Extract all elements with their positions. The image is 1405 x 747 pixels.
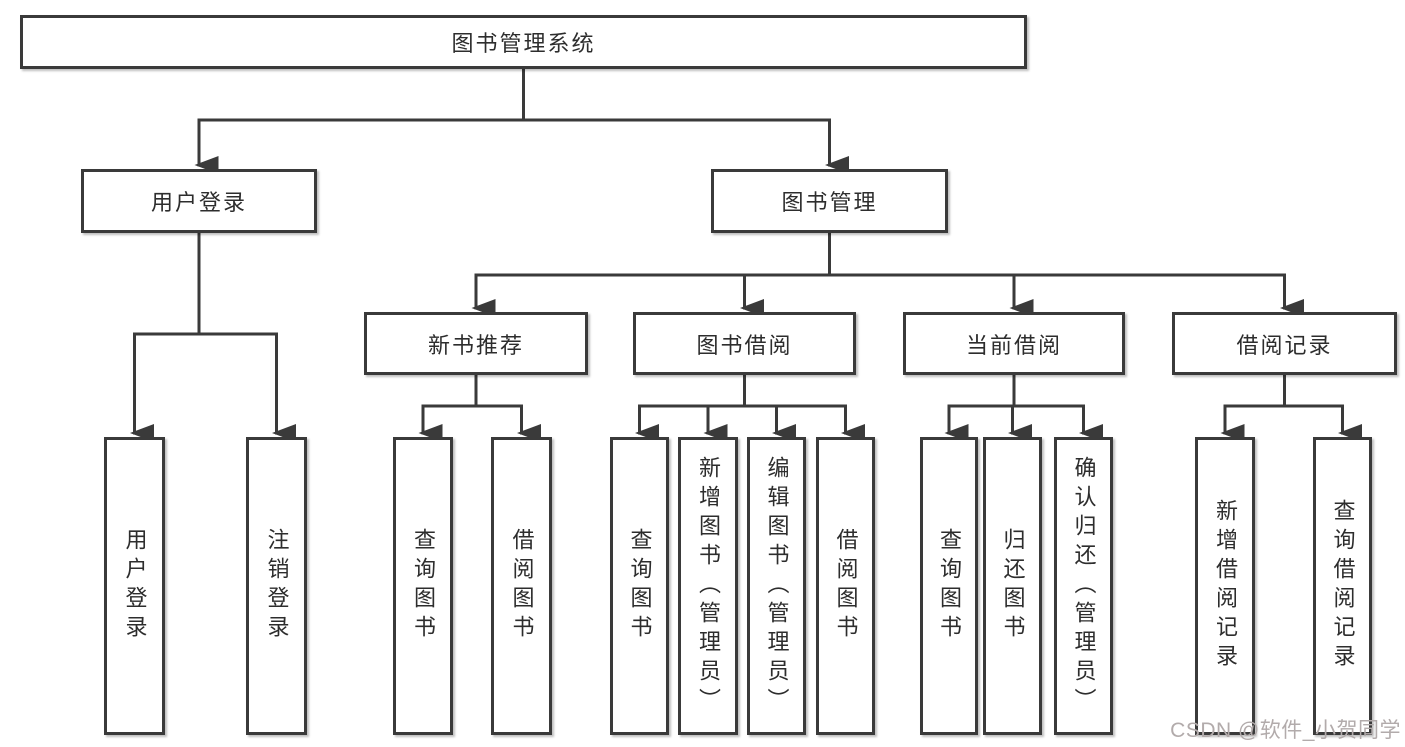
node-label: 新增借阅记录 bbox=[1213, 499, 1238, 673]
leaf-borrow-books-recommend: 借阅图书 bbox=[491, 437, 552, 735]
leaf-query-books-borrow: 查询图书 bbox=[610, 437, 669, 735]
node-label: 查询图书 bbox=[627, 528, 653, 644]
node-label: 图书管理 bbox=[781, 190, 878, 215]
node-label: 新增图书（管理员） bbox=[696, 455, 721, 717]
node-current-borrowing: 当前借阅 bbox=[903, 312, 1125, 375]
leaf-user-login: 用户登录 bbox=[104, 437, 165, 735]
node-label: 图书管理系统 bbox=[451, 31, 596, 56]
leaf-logout: 注销登录 bbox=[246, 437, 307, 735]
leaf-add-borrow-record: 新增借阅记录 bbox=[1195, 437, 1255, 735]
csdn-watermark: CSDN @软件_小贺同学 bbox=[1170, 719, 1401, 742]
node-new-book-recommendation: 新书推荐 bbox=[364, 312, 588, 375]
node-label: 图书借阅 bbox=[696, 332, 793, 358]
node-label: 借阅图书 bbox=[509, 528, 535, 644]
node-book-management: 图书管理 bbox=[711, 169, 948, 233]
leaf-edit-books-admin: 编辑图书（管理员） bbox=[747, 437, 806, 735]
node-label: 新书推荐 bbox=[427, 332, 524, 358]
node-library-management-system: 图书管理系统 bbox=[20, 15, 1027, 69]
leaf-query-books-current: 查询图书 bbox=[920, 437, 978, 735]
node-label: 查询图书 bbox=[411, 528, 436, 644]
node-user-login: 用户登录 bbox=[81, 169, 317, 233]
leaf-return-books: 归还图书 bbox=[983, 437, 1042, 735]
node-label: 编辑图书（管理员） bbox=[764, 455, 790, 717]
node-borrowing-records: 借阅记录 bbox=[1172, 312, 1397, 375]
node-label: 用户登录 bbox=[150, 190, 247, 215]
node-label: 查询借阅记录 bbox=[1330, 499, 1356, 673]
leaf-query-books-recommend: 查询图书 bbox=[393, 437, 453, 735]
leaf-add-books-admin: 新增图书（管理员） bbox=[678, 437, 738, 735]
node-label: 归还图书 bbox=[1000, 528, 1026, 644]
node-book-borrowing: 图书借阅 bbox=[633, 312, 856, 375]
leaf-query-borrow-record: 查询借阅记录 bbox=[1313, 437, 1372, 735]
node-label: 用户登录 bbox=[122, 528, 148, 644]
leaf-borrow-books: 借阅图书 bbox=[816, 437, 875, 735]
node-label: 借阅记录 bbox=[1236, 332, 1333, 358]
node-label: 确认归还（管理员） bbox=[1071, 455, 1097, 717]
node-label: 当前借阅 bbox=[965, 332, 1062, 358]
node-label: 借阅图书 bbox=[833, 528, 859, 644]
node-label: 查询图书 bbox=[937, 528, 962, 644]
node-label: 注销登录 bbox=[264, 528, 290, 644]
leaf-confirm-return-admin: 确认归还（管理员） bbox=[1054, 437, 1113, 735]
